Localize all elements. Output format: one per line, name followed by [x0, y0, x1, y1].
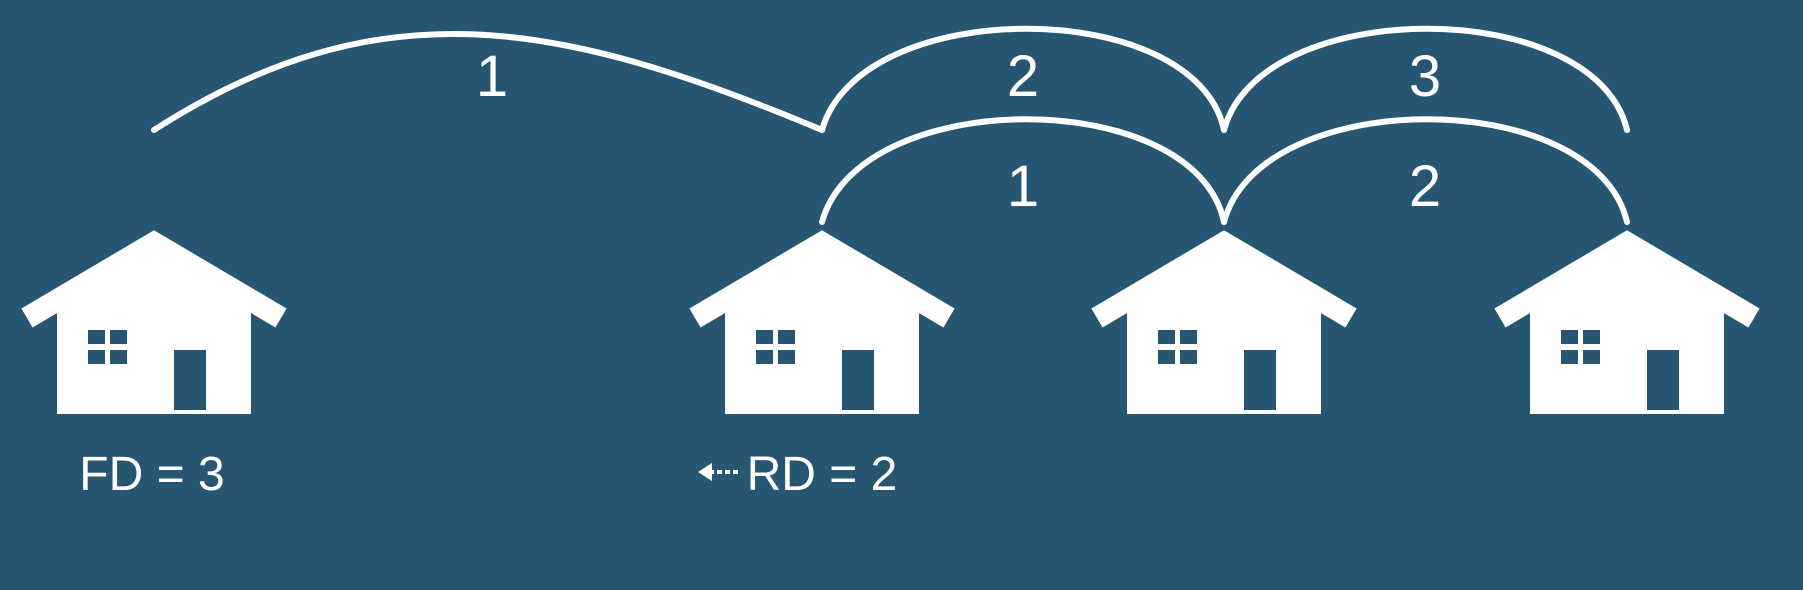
house-icon: [21, 230, 287, 414]
lower-arc-1: [819, 116, 1227, 225]
upper-arc-label-3: 3: [1409, 44, 1441, 109]
upper-arc-1: [151, 30, 825, 133]
lower-arc-2: [1221, 116, 1630, 225]
upper-arc-label-1: 1: [476, 44, 508, 109]
upper-arc-3: [1221, 25, 1630, 133]
upper-arc-2: [819, 25, 1227, 133]
float-label-fd: FD = 3: [79, 448, 224, 501]
lower-arc-label-2: 2: [1409, 154, 1441, 219]
house-icon: [1091, 230, 1357, 414]
house-icon: [1494, 230, 1760, 414]
lower-arc-label-1: 1: [1007, 154, 1039, 219]
house-icon: [689, 230, 955, 414]
upper-arc-label-2: 2: [1007, 44, 1039, 109]
float-label-rd: RD = 2: [747, 448, 898, 501]
left-arrow-icon: [698, 463, 738, 481]
